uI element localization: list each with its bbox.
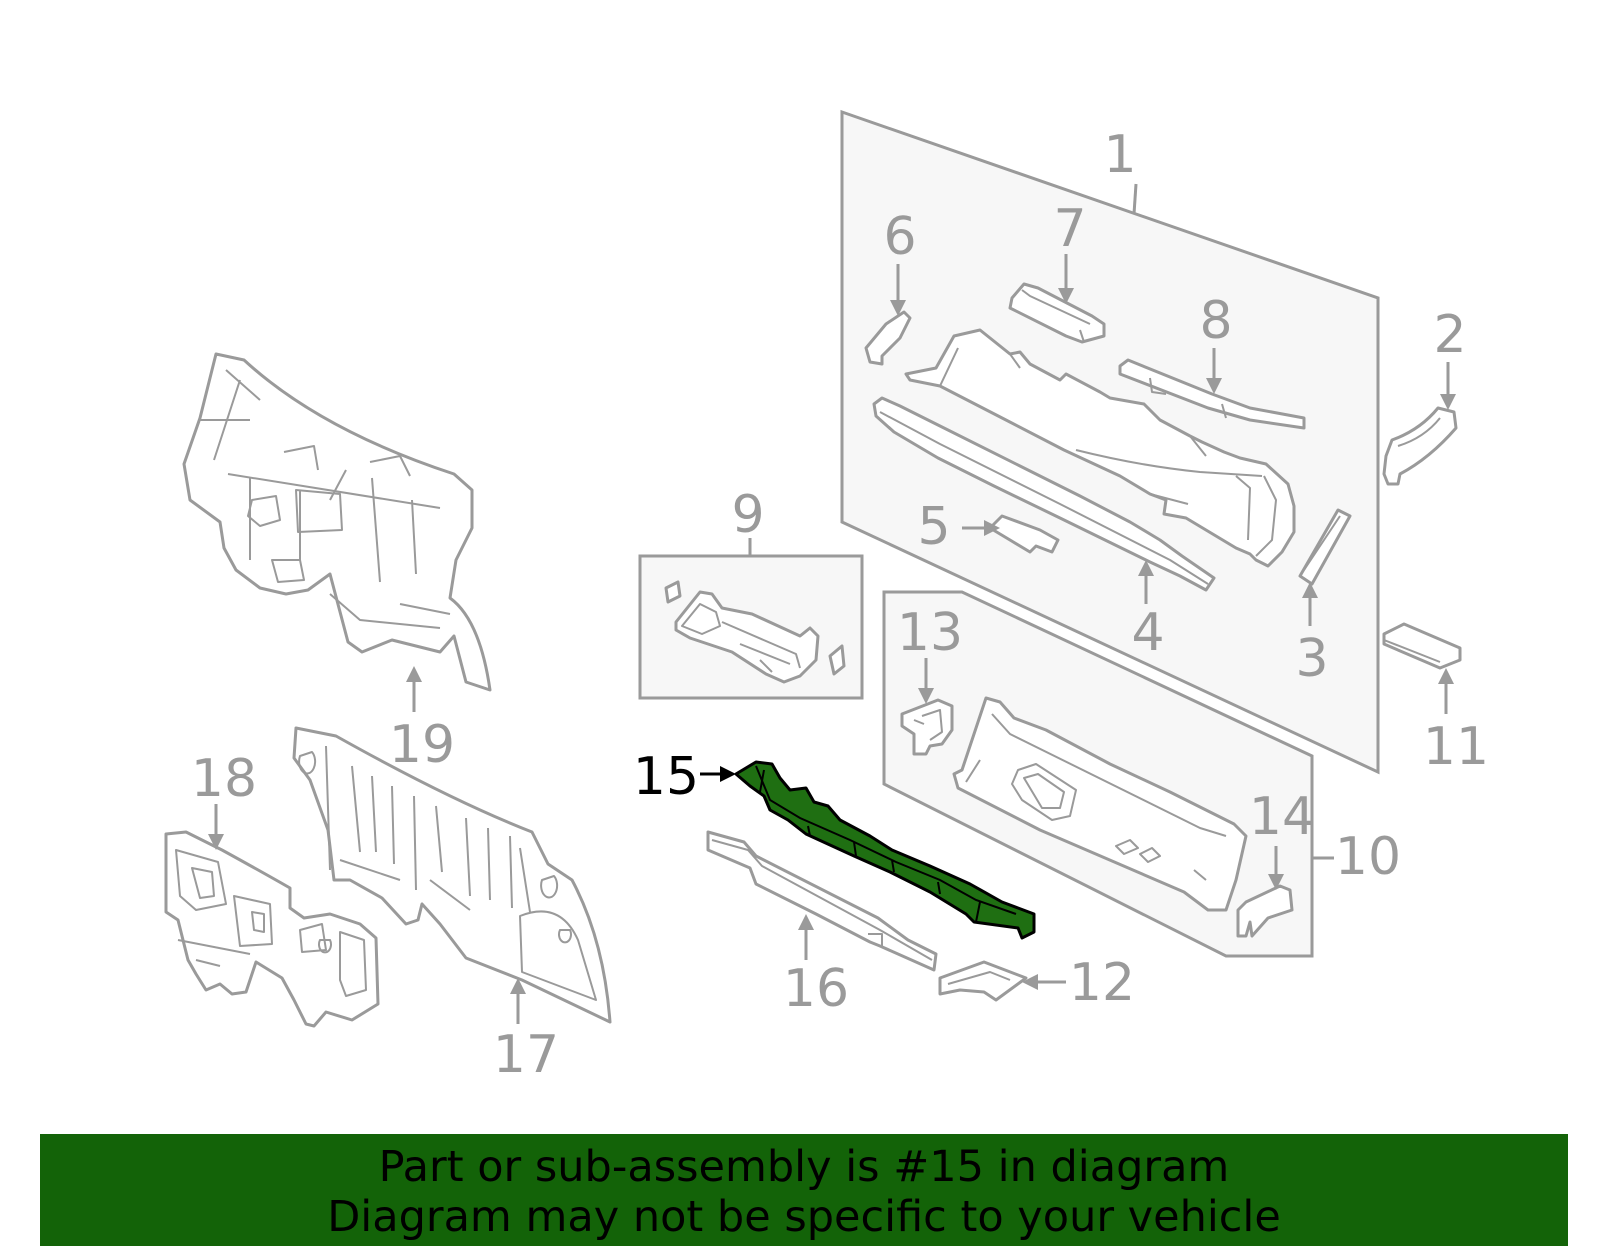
part-2-bracket[interactable] (1382, 406, 1458, 486)
callout-8: 8 (1199, 291, 1232, 351)
part-19-dash-panel[interactable] (182, 352, 492, 692)
callout-1: 1 (1103, 125, 1136, 185)
part-10-cowl-panel[interactable] (952, 696, 1248, 912)
banner-line-2: Diagram may not be specific to your vehi… (327, 1192, 1281, 1242)
callout-9: 9 (731, 485, 764, 545)
part-16-cowl-bar[interactable] (706, 830, 938, 972)
callout-17: 17 (493, 1025, 559, 1085)
callout-18: 18 (191, 749, 257, 809)
part-7-bracket[interactable] (1008, 282, 1106, 344)
callout-19: 19 (389, 715, 455, 775)
callout-2: 2 (1433, 305, 1466, 365)
part-11-block[interactable] (1382, 622, 1462, 670)
part-3-bracket[interactable] (1298, 508, 1352, 586)
part-12-bracket[interactable] (938, 960, 1028, 1002)
part-9-bracket[interactable] (664, 580, 846, 684)
part-5-bracket[interactable] (988, 514, 1060, 554)
callout-7: 7 (1053, 199, 1086, 259)
callout-14: 14 (1249, 787, 1315, 847)
callout-16: 16 (783, 959, 849, 1019)
info-banner: Part or sub-assembly is #15 in diagram D… (40, 1134, 1568, 1246)
callout-15: 15 (633, 747, 699, 807)
callout-10: 10 (1335, 827, 1401, 887)
part-6-bracket[interactable] (864, 310, 912, 366)
callout-3: 3 (1295, 629, 1328, 689)
banner-line-1: Part or sub-assembly is #15 in diagram (378, 1142, 1230, 1192)
part-13-bracket[interactable] (900, 698, 954, 756)
part-8-reinforcement[interactable] (1118, 358, 1306, 430)
callout-11: 11 (1423, 717, 1489, 777)
callout-13: 13 (897, 603, 963, 663)
part-1-cowl-assembly[interactable] (904, 328, 1296, 568)
part-18-insulator[interactable] (164, 830, 380, 1028)
part-17-dash-insulator[interactable] (292, 726, 612, 1024)
parts-diagram: 1 6 7 8 2 5 9 4 3 13 11 19 18 15 14 10 1… (164, 109, 1489, 1085)
part-4-cowl-bar[interactable] (872, 396, 1216, 592)
callout-6: 6 (883, 207, 916, 267)
leader-lines (208, 183, 1456, 1024)
callout-4: 4 (1131, 603, 1164, 663)
part-14-bracket[interactable] (1236, 884, 1294, 938)
callout-5: 5 (917, 497, 950, 557)
callout-12: 12 (1069, 953, 1135, 1013)
part-15-cowl-reinforcement[interactable] (734, 760, 1036, 940)
callout-labels: 1 6 7 8 2 5 9 4 3 13 11 19 18 15 14 10 1… (191, 125, 1489, 1085)
